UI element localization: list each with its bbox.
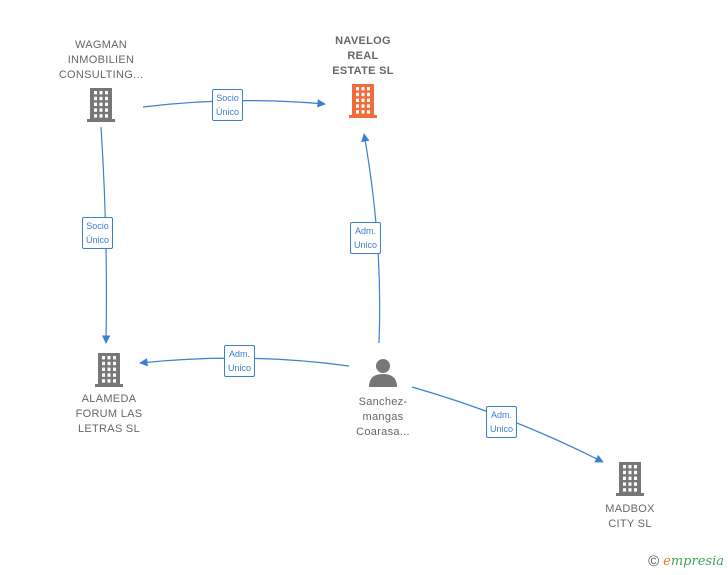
edge-label-sanchez-alameda[interactable]: Adm. Unico xyxy=(224,345,256,377)
node-label-line: FORUM LAS xyxy=(75,408,143,420)
edge-label-line: Adm. xyxy=(355,226,377,236)
node-label-line: Sanchez- xyxy=(358,396,408,408)
node-label-madbox[interactable]: MADBOX CITY SL xyxy=(570,502,690,532)
node-label-navelog[interactable]: NAVELOG REAL ESTATE SL xyxy=(303,34,423,79)
edge-label-line: Adm. xyxy=(491,410,513,420)
node-label-line: CONSULTING... xyxy=(58,69,144,81)
edge-label-line: Único xyxy=(86,235,110,245)
edge-label-line: Socio xyxy=(86,221,109,231)
edge-label-line: Único xyxy=(216,107,240,117)
node-label-alameda[interactable]: ALAMEDA FORUM LAS LETRAS SL xyxy=(49,392,169,437)
node-label-line: mangas xyxy=(362,411,404,423)
building-icon[interactable] xyxy=(349,84,377,118)
node-label-line: WAGMAN xyxy=(74,39,128,51)
node-label-line: INMOBILIEN xyxy=(67,54,135,66)
brand-logo: empresia xyxy=(663,554,724,569)
node-label-line: NAVELOG xyxy=(335,35,391,47)
edge-label-line: Unico xyxy=(490,424,514,434)
node-label-line: CITY SL xyxy=(608,518,652,530)
edge-label-line: Unico xyxy=(354,240,378,250)
edge-label-sanchez-navelog[interactable]: Adm. Unico xyxy=(350,222,382,254)
copyright-icon: © xyxy=(648,553,660,570)
edge-label-line: Socio xyxy=(216,93,239,103)
node-label-wagman[interactable]: WAGMAN INMOBILIEN CONSULTING... xyxy=(41,38,161,83)
edge-label-line: Adm. xyxy=(229,349,251,359)
edge-label-line: Unico xyxy=(228,363,252,373)
node-label-line: ESTATE SL xyxy=(332,65,394,77)
node-label-line: LETRAS SL xyxy=(77,423,140,435)
node-label-line: REAL xyxy=(347,50,379,62)
node-label-line: Coarasa... xyxy=(356,426,410,438)
node-label-line: MADBOX xyxy=(605,503,655,515)
building-icon[interactable] xyxy=(87,88,115,122)
empresia-brand[interactable]: © empresia xyxy=(648,553,724,570)
person-icon[interactable] xyxy=(369,359,397,387)
building-icon[interactable] xyxy=(95,353,123,387)
building-icon[interactable] xyxy=(616,462,644,496)
node-label-line: ALAMEDA xyxy=(81,393,137,405)
edge-label-sanchez-madbox[interactable]: Adm. Unico xyxy=(486,406,518,438)
